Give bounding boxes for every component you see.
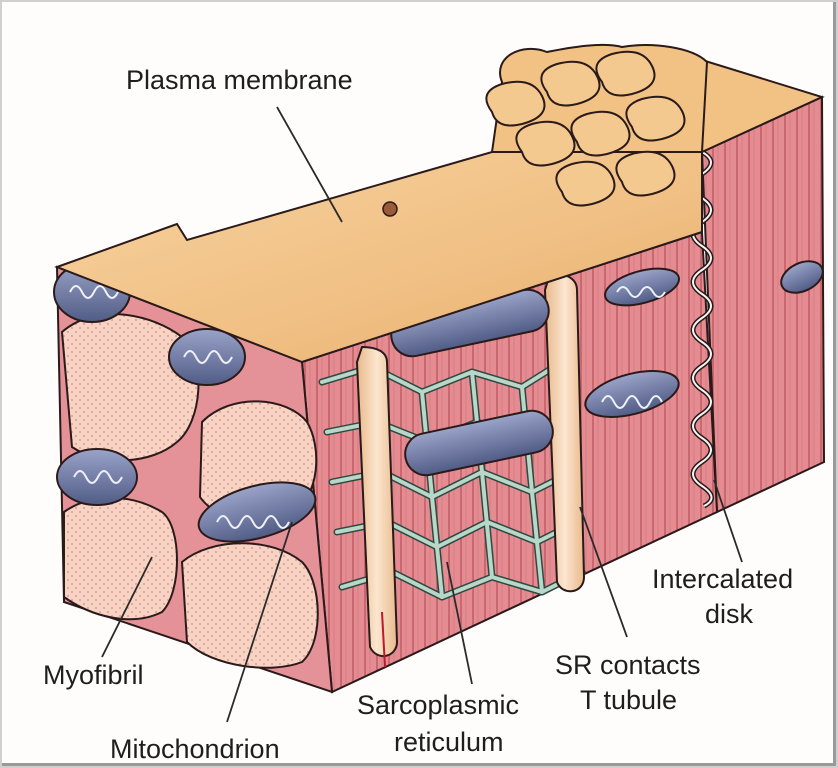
myofibril-3 — [64, 498, 177, 619]
neighbor-cell-side — [702, 97, 824, 512]
label-sr-contacts-line1: SR contacts — [555, 650, 701, 680]
myofibril-1 — [62, 314, 198, 460]
label-sarcoplasmic-line1: Sarcoplasmic — [357, 690, 519, 720]
membrane-pore — [383, 202, 397, 216]
label-sarcoplasmic-line2: reticulum — [394, 727, 504, 757]
label-myofibril: Myofibril — [43, 660, 144, 690]
label-mitochondrion: Mitochondrion — [110, 734, 280, 764]
label-sr-contacts-line2: T tubule — [580, 685, 677, 715]
label-plasma-membrane: Plasma membrane — [126, 65, 353, 95]
label-intercalated-disk-line1: Intercalated — [652, 564, 793, 594]
label-intercalated-disk-line2: disk — [705, 599, 753, 629]
